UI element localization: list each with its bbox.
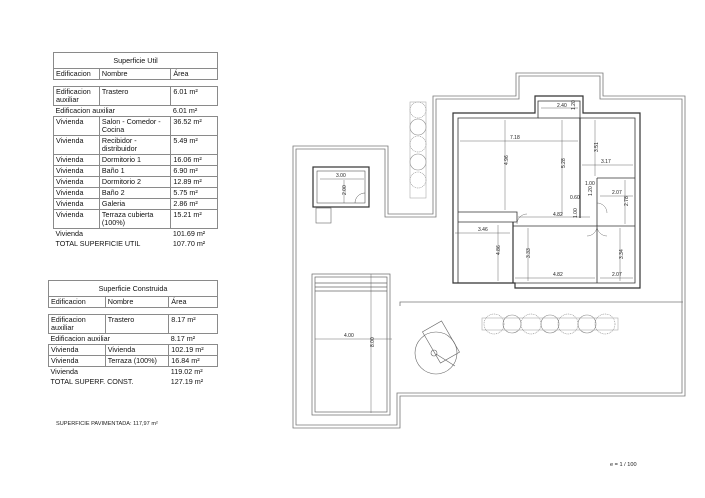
cell-area: 8.17 m²: [168, 314, 218, 334]
svg-text:3.46: 3.46: [478, 227, 488, 233]
svg-text:3.34: 3.34: [619, 249, 625, 259]
cell-nombre: Trastero: [104, 314, 170, 334]
table-row: Vivienda Baño 1 6.90 m²: [53, 165, 218, 177]
table-row: Edificacion auxiliar Trastero 8.17 m²: [48, 314, 218, 334]
total-row: TOTAL SUPERFICIE UTIL 107.70 m²: [54, 239, 218, 249]
subtotal-row: Edificacion auxiliar 6.01 m²: [54, 106, 218, 117]
total-label: TOTAL SUPERFICIE UTIL: [55, 239, 141, 248]
subtotal-area: 101.69 m²: [172, 229, 206, 238]
svg-text:1.20: 1.20: [588, 186, 594, 196]
subtotal-label: Edificacion auxiliar: [50, 334, 111, 343]
total-row: TOTAL SUPERF. CONST. 127.19 m²: [49, 377, 218, 387]
planters-vertical: [409, 101, 427, 199]
cell-nombre: Terraza cubierta (100%): [98, 209, 172, 229]
cell-area: 15.21 m²: [170, 209, 218, 229]
table-row: Vivienda Terraza (100%) 16.84 m²: [48, 355, 218, 367]
header-edificacion: Edificacion: [48, 296, 106, 308]
cell-area: 6.01 m²: [170, 86, 218, 106]
total-label: TOTAL SUPERF. CONST.: [50, 377, 134, 386]
subtotal-area: 6.01 m²: [172, 106, 198, 115]
subtotal-row: Vivienda 101.69 m²: [54, 229, 218, 240]
svg-text:3.33: 3.33: [526, 248, 532, 258]
swimming-pool: [311, 273, 391, 416]
total-area: 127.19 m²: [170, 377, 204, 386]
scale-label: e = 1 / 100: [610, 462, 637, 468]
clothesline-icon: [414, 320, 460, 375]
table-row: Vivienda Salon - Comedor - Cocina 36.52 …: [53, 116, 218, 136]
header-nombre: Nombre: [104, 296, 170, 308]
svg-text:5.28: 5.28: [561, 158, 567, 168]
svg-text:4.00: 4.00: [344, 333, 354, 339]
svg-text:2.07: 2.07: [612, 190, 622, 196]
svg-text:4.82: 4.82: [553, 272, 563, 278]
svg-text:2.07: 2.07: [612, 272, 622, 278]
dimension-labels: 7.18 4.96 5.28 3.51 3.17 2.40 1.20 1.00 …: [336, 100, 630, 347]
superficie-util-table: Superficie Util Edificacion Nombre Área …: [53, 52, 218, 249]
svg-text:4.96: 4.96: [504, 155, 510, 165]
superficie-pavimentada-note: SUPERFICIE PAVIMENTADA: 117,97 m²: [56, 421, 158, 427]
svg-text:3.51: 3.51: [594, 142, 600, 152]
svg-text:4.82: 4.82: [553, 212, 563, 218]
table-row: Vivienda Dormitorio 1 16.06 m²: [53, 154, 218, 166]
svg-text:8.00: 8.00: [370, 337, 376, 347]
svg-text:2.40: 2.40: [557, 103, 567, 109]
svg-text:3.17: 3.17: [601, 159, 611, 165]
header-edificacion: Edificacion: [53, 68, 100, 80]
subtotal-row: Edificacion auxiliar 8.17 m²: [49, 334, 218, 345]
table-row: Edificacion auxiliar Trastero 6.01 m²: [53, 86, 218, 106]
subtotal-area: 8.17 m²: [170, 334, 196, 343]
table-row: Vivienda Galeria 2.86 m²: [53, 198, 218, 210]
total-area: 107.70 m²: [172, 239, 206, 248]
door-swings: [516, 202, 608, 237]
svg-text:2.00: 2.00: [342, 185, 348, 195]
cell-area: 16.84 m²: [168, 355, 218, 367]
cell-nombre: Trastero: [98, 86, 172, 106]
header-area: Área: [170, 68, 218, 80]
svg-text:0.60: 0.60: [570, 195, 580, 201]
table-row: Vivienda Terraza cubierta (100%) 15.21 m…: [53, 209, 218, 229]
svg-text:4.86: 4.86: [496, 245, 502, 255]
superficie-construida-table: Superficie Construida Edificacion Nombre…: [48, 280, 218, 387]
subtotal-row: Vivienda 119.02 m²: [49, 367, 218, 378]
dim-salon-width: 7.18: [510, 135, 520, 141]
subtotal-label: Vivienda: [50, 367, 78, 376]
svg-text:1.00: 1.00: [585, 181, 595, 187]
cell-area: 5.49 m²: [170, 135, 218, 155]
subtotal-area: 119.02 m²: [170, 367, 203, 376]
subtotal-label: Edificacion auxiliar: [55, 106, 116, 115]
svg-text:3.00: 3.00: [336, 173, 346, 179]
svg-text:1.20: 1.20: [571, 100, 577, 110]
cell-edificacion: Edificacion auxiliar: [48, 314, 106, 334]
svg-text:2.78: 2.78: [624, 196, 630, 206]
subtotal-label: Vivienda: [55, 229, 83, 238]
planters-horizontal: [481, 313, 619, 335]
header-area: Área: [168, 296, 218, 308]
header-nombre: Nombre: [98, 68, 172, 80]
cell-area: 2.86 m²: [170, 198, 218, 210]
table-row: Vivienda Baño 2 5.75 m²: [53, 187, 218, 199]
trastero-building: [312, 166, 370, 224]
cell-edificacion: Vivienda: [48, 355, 106, 367]
svg-text:1.00: 1.00: [573, 208, 579, 218]
